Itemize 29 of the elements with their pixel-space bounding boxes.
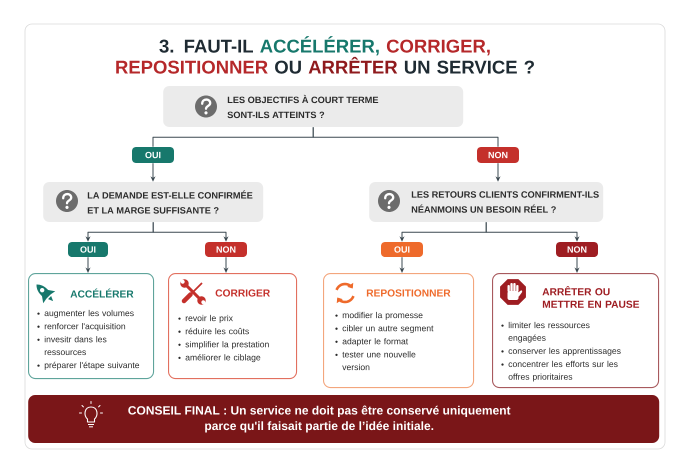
bullet-text: réduire les coûts <box>186 328 249 334</box>
answer-badge: NON <box>205 242 247 257</box>
answer-badge: NON <box>477 147 519 163</box>
card-title: CORRIGER <box>216 289 270 297</box>
bullet-text: revoir le prix <box>186 314 233 323</box>
answer-badge: OUI <box>132 147 174 163</box>
bullet-text: renforcer l'acquisition <box>44 322 126 331</box>
bullet-text: concentrer les efforts sur les offres prioritaires <box>508 360 618 382</box>
card-title: ACCÉLÉRER <box>70 288 134 298</box>
bullet-text: cibler un autre segment <box>342 324 434 333</box>
card-title: REPOSITIONNER <box>366 289 450 297</box>
bullet-text: conserver les apprentissages <box>508 348 621 356</box>
banner: CONSEIL FINAL : Un service ne doit pas être conservé uniquement parce qu'il faisait partie de l’idée initiale. <box>28 395 660 443</box>
question-box: LES OBJECTIFS À COURT TERME SONT-ILS ATTEINTS ? <box>163 86 464 127</box>
answer-badge: NON <box>556 242 598 257</box>
answer-badge: OUI <box>381 242 423 257</box>
bullet-text: adapter le format <box>342 338 408 346</box>
answer-badge: OUI <box>68 242 108 257</box>
card-title: ARRÊTER OU METTRE EN PAUSE <box>542 286 640 308</box>
bullet-text: augmenter les volumes <box>44 310 134 318</box>
bullet-text: préparer l'étape suivante <box>44 362 140 370</box>
question-box: LA DEMANDE EST-ELLE CONFIRMÉE ET LA MARGE SUFFISANTE ? <box>43 182 264 222</box>
bullet-text: simplifier la prestation <box>185 341 269 350</box>
bullet-text: tester une nouvelle version <box>342 351 416 370</box>
connector <box>312 126 498 148</box>
bullet-text: améliorer le ciblage <box>186 354 260 362</box>
bullet-text: modifier la promesse <box>342 312 423 320</box>
title: 3. FAUT-IL ACCÉLÉRER, CORRIGER, REPOSITIONNER OU ARRÊTER UN SERVICE ? <box>116 36 534 74</box>
question-box: LES RETOURS CLIENTS CONFIRMENT-ILS NÉANMOINS UN BESOIN RÉEL ? <box>369 182 604 222</box>
